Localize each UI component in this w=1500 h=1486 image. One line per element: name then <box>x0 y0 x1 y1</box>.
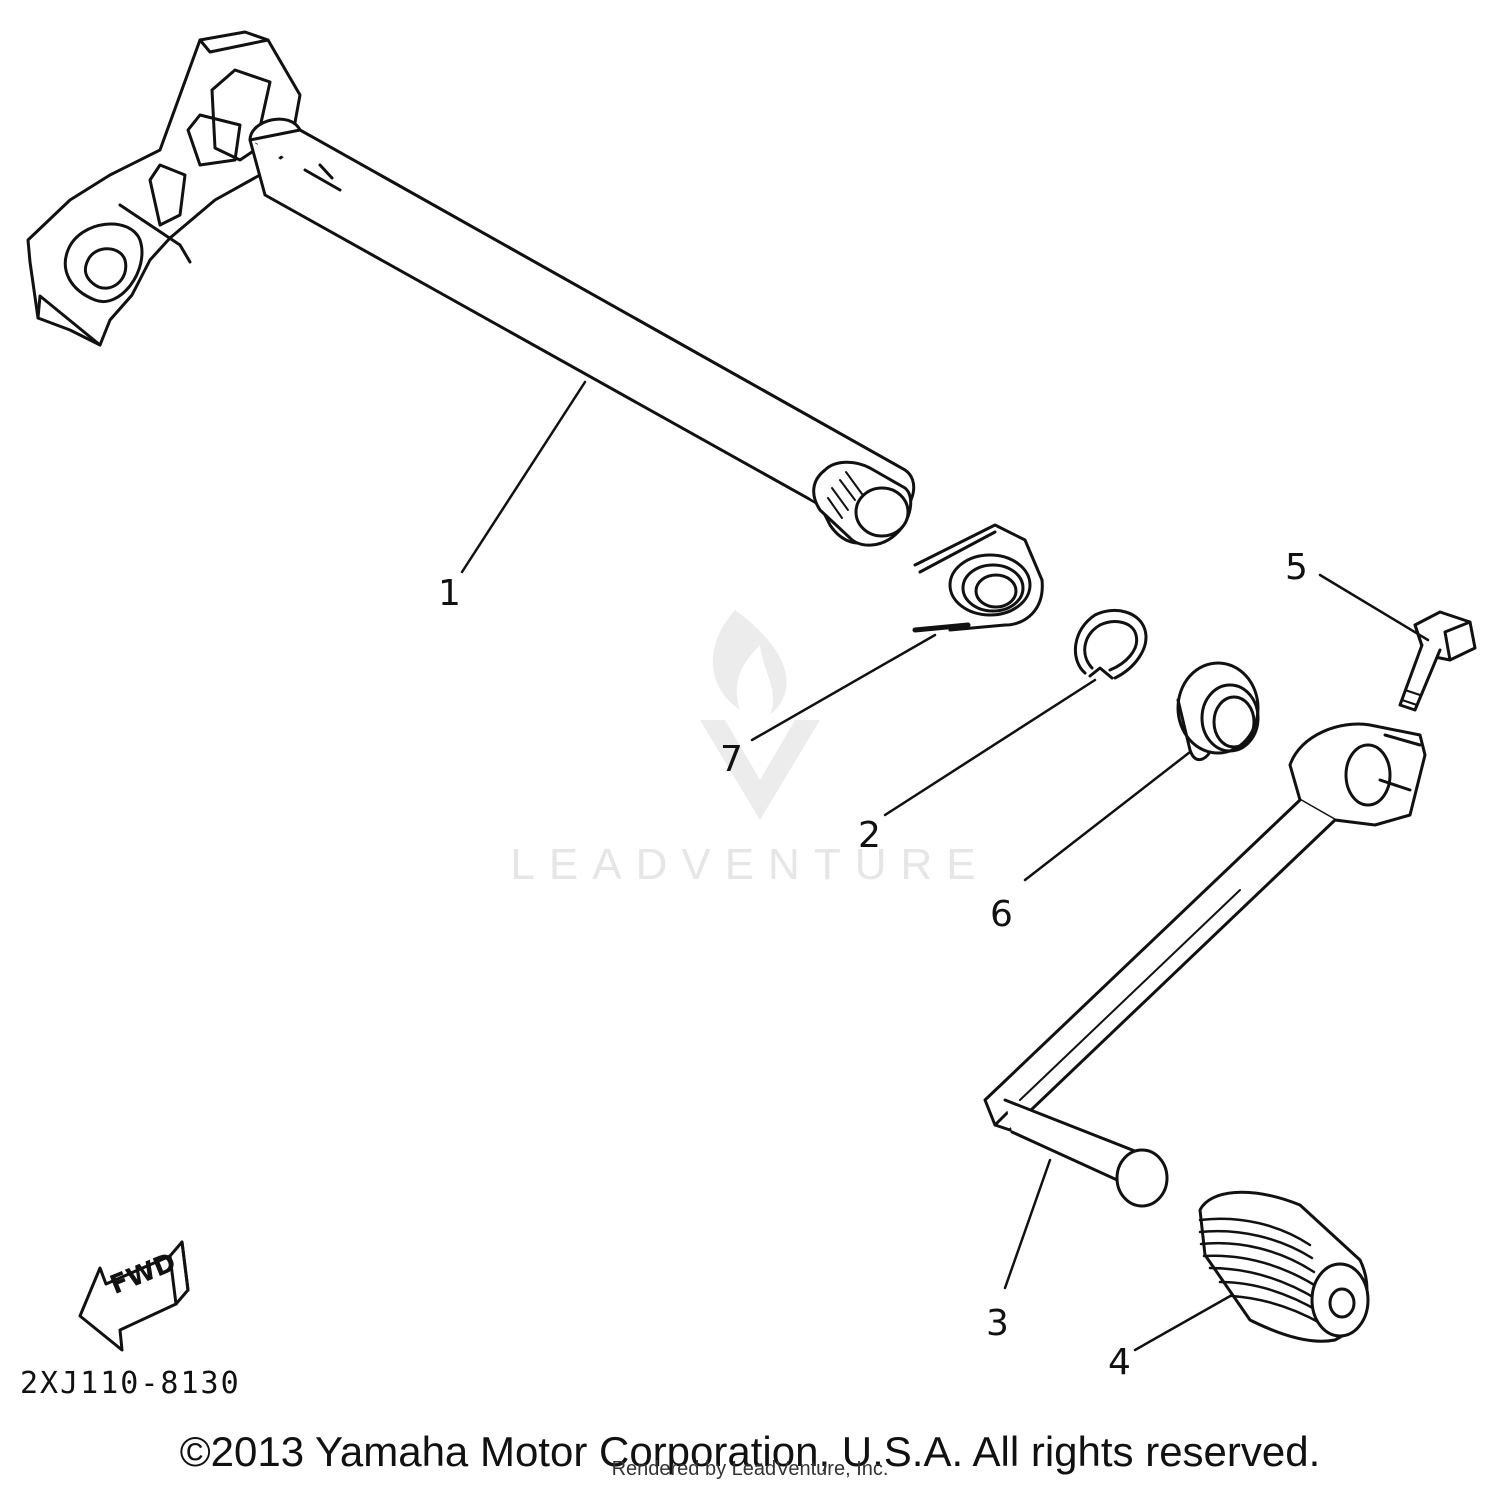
copyright-notice: ©2013 Yamaha Motor Corporation, U.S.A. A… <box>179 1428 1321 1475</box>
leader-7 <box>750 633 937 742</box>
part-5-bolt <box>1398 610 1477 712</box>
leader-6 <box>1023 750 1192 882</box>
rendered-by-notice: Rendered by LeadVenture, Inc. <box>611 1458 889 1480</box>
callout-2: 2 <box>858 815 881 856</box>
callout-1: 1 <box>438 573 461 614</box>
callout-4: 4 <box>1108 1342 1131 1383</box>
callout-6: 6 <box>990 894 1013 935</box>
drawing-code: 2XJ110-8130 <box>20 1366 241 1401</box>
part-1-shift-shaft <box>26 30 916 547</box>
callout-3: 3 <box>986 1303 1009 1344</box>
part-6-oil-seal <box>1176 661 1260 762</box>
leader-1 <box>460 380 587 574</box>
part-7-spring <box>912 523 1044 633</box>
watermark-text: LEADVENTURE <box>510 840 990 889</box>
leader-5 <box>1318 573 1430 642</box>
callout-7: 7 <box>720 739 743 780</box>
leader-2 <box>883 678 1097 817</box>
part-3-shift-pedal <box>983 722 1427 1208</box>
part-2-circlip <box>1073 608 1148 680</box>
leader-4 <box>1133 1293 1234 1352</box>
callout-5: 5 <box>1285 547 1308 588</box>
watermark-logo <box>700 610 820 820</box>
leader-lines <box>460 380 1430 1352</box>
fwd-arrow-icon <box>78 1240 190 1352</box>
leader-3 <box>1003 1158 1052 1290</box>
part-4-rubber-peg <box>1198 1190 1370 1343</box>
